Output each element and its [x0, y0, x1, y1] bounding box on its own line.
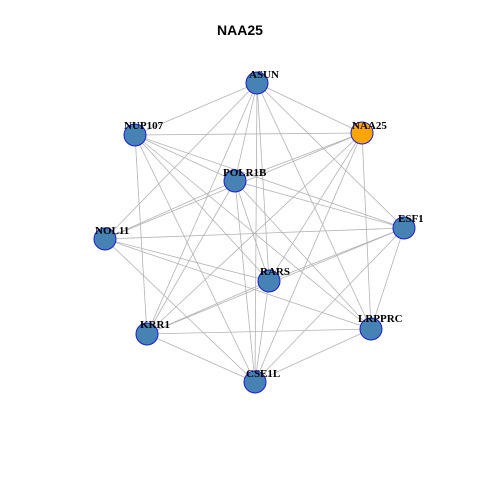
edge-polr1b-cse1l: [234, 180, 256, 383]
node-label-esf1: ESF1: [398, 213, 424, 225]
node-nup107: [123, 123, 147, 147]
edge-asun-naa25: [256, 82, 363, 134]
node-label-naa25: NAA25: [352, 120, 387, 132]
node-layer: [93, 71, 416, 394]
edge-naa25-cse1l: [254, 132, 363, 383]
node-krr1: [135, 322, 159, 346]
node-label-lrpprc: LRPPRC: [358, 313, 403, 325]
edge-krr1-cse1l: [146, 333, 256, 383]
edge-polr1b-esf1: [234, 180, 405, 229]
edge-polr1b-lrpprc: [234, 180, 372, 330]
node-naa25: [350, 121, 374, 145]
node-esf1: [392, 216, 416, 240]
edge-nup107-polr1b: [134, 134, 236, 182]
edge-asun-polr1b: [234, 82, 258, 182]
node-label-polr1b: POLR1B: [223, 167, 267, 179]
edge-nup107-krr1: [134, 134, 148, 335]
node-rars: [257, 269, 281, 293]
edge-naa25-rars: [268, 132, 363, 282]
edge-polr1b-nol11: [104, 180, 236, 240]
edge-nol11-lrpprc: [104, 238, 372, 330]
edge-naa25-lrpprc: [361, 132, 372, 330]
node-label-nup107: NUP107: [124, 120, 164, 132]
edge-nup107-esf1: [134, 134, 405, 229]
node-asun: [245, 71, 269, 95]
node-label-rars: RARS: [260, 266, 290, 278]
edge-asun-rars: [256, 82, 270, 282]
edge-asun-esf1: [256, 82, 405, 229]
edge-nup107-cse1l: [134, 134, 256, 383]
node-label-nol11: NOL11: [95, 225, 129, 237]
edge-nol11-cse1l: [104, 238, 256, 383]
node-cse1l: [243, 370, 267, 394]
edge-krr1-lrpprc: [146, 328, 372, 335]
edge-asun-lrpprc: [256, 82, 372, 330]
node-label-asun: ASUN: [249, 69, 279, 81]
edge-layer: [104, 82, 405, 383]
edge-rars-krr1: [146, 280, 270, 335]
edge-naa25-polr1b: [234, 132, 363, 182]
edge-esf1-lrpprc: [370, 227, 405, 330]
edge-polr1b-krr1: [146, 180, 236, 335]
edge-asun-nol11: [104, 82, 258, 240]
edge-nup107-lrpprc: [134, 134, 372, 330]
edge-nol11-rars: [104, 238, 270, 282]
edge-lrpprc-cse1l: [254, 328, 372, 383]
node-label-cse1l: CSE1L: [246, 368, 280, 380]
edge-nup107-rars: [134, 134, 270, 282]
node-polr1b: [223, 169, 247, 193]
edge-esf1-cse1l: [254, 227, 405, 383]
node-nol11: [93, 227, 117, 251]
graph-title: NAA25: [217, 22, 263, 38]
edge-naa25-nup107: [134, 132, 363, 136]
node-label-krr1: KRR1: [140, 319, 170, 331]
edge-asun-nup107: [134, 82, 258, 136]
edge-esf1-nol11: [104, 227, 405, 240]
node-lrpprc: [359, 317, 383, 341]
edge-polr1b-rars: [234, 180, 270, 282]
edge-esf1-rars: [268, 227, 405, 282]
